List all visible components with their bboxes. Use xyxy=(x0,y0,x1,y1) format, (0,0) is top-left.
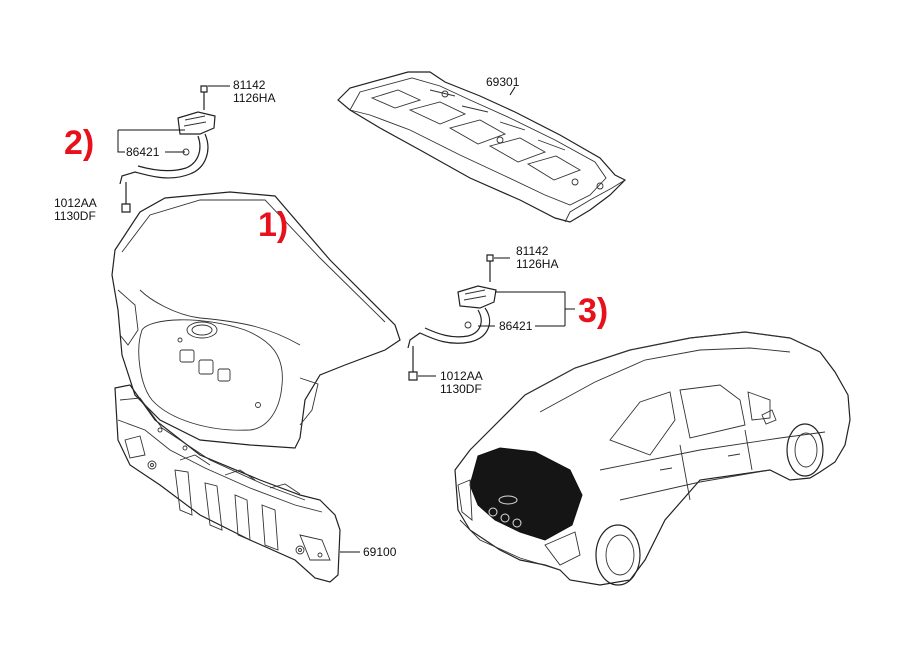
car-illustration xyxy=(454,331,851,586)
label-left-1012AA: 1012AA xyxy=(54,196,97,210)
label-left-1130DF: 1130DF xyxy=(54,209,96,223)
hinge-icon xyxy=(407,285,497,349)
label-69301: 69301 xyxy=(486,75,520,89)
bolt-icon xyxy=(486,254,494,282)
package-shelf-panel xyxy=(337,71,627,223)
trunk-highlight xyxy=(469,447,583,541)
nut-icon xyxy=(408,346,418,381)
trunk-lid xyxy=(111,191,401,449)
shelf-panel-leader xyxy=(509,86,516,96)
label-left-81142: 81142 xyxy=(233,78,266,92)
left-hinge-assembly xyxy=(119,85,216,213)
label-69100: 69100 xyxy=(363,545,397,559)
callout-3: 3) xyxy=(578,292,608,330)
callout-1: 1) xyxy=(258,206,288,244)
label-right-1126HA: 1126HA xyxy=(516,257,558,271)
right-hinge-assembly xyxy=(407,254,497,381)
label-right-1130DF: 1130DF xyxy=(440,382,482,396)
label-right-81142: 81142 xyxy=(516,244,549,258)
rear-back-panel xyxy=(114,384,341,583)
callout-2: 2) xyxy=(64,124,94,162)
label-right-1012AA: 1012AA xyxy=(440,369,483,383)
hinge-icon xyxy=(119,111,216,185)
label-right-86421: 86421 xyxy=(499,319,533,333)
label-left-86421: 86421 xyxy=(126,145,160,159)
right-hinge-leaders xyxy=(418,257,575,377)
bolt-icon xyxy=(200,85,208,110)
nut-icon xyxy=(121,182,131,213)
label-left-1126HA: 1126HA xyxy=(233,91,275,105)
left-hinge-leaders xyxy=(117,85,230,153)
